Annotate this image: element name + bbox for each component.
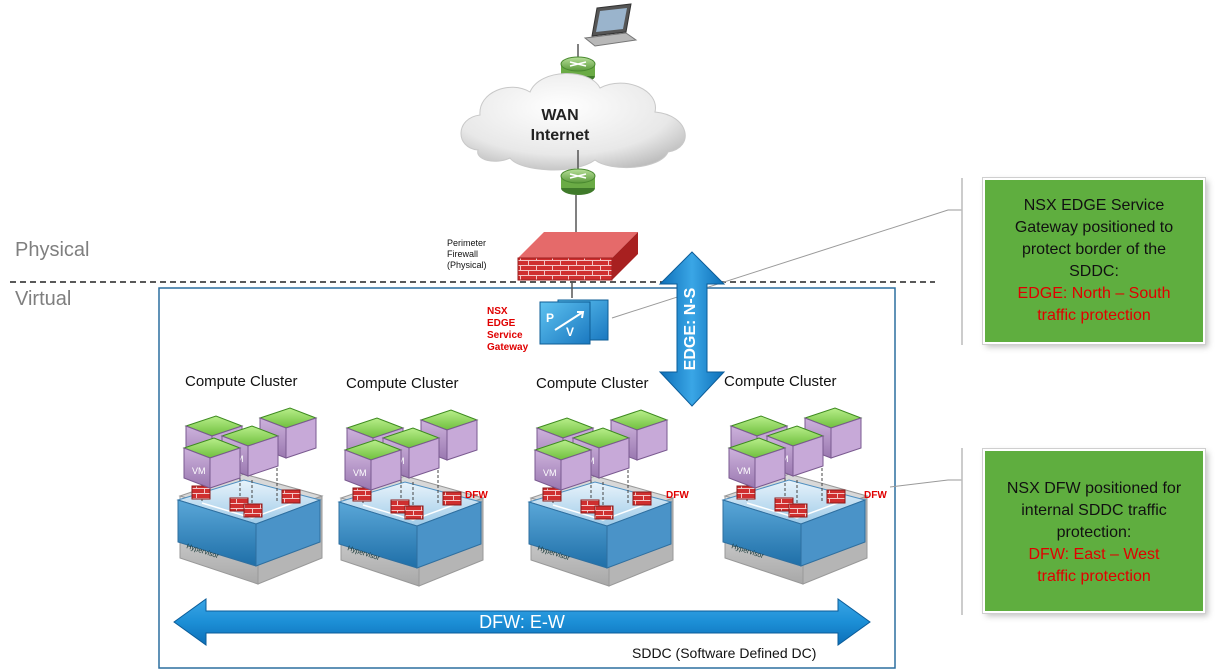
dfw-label: DFW	[465, 490, 488, 501]
vm-side	[285, 417, 317, 459]
perimeter-firewall-label: Perimeter Firewall (Physical)	[447, 238, 487, 271]
dfw-label: DFW	[666, 490, 689, 501]
wan-label: WAN Internet	[520, 106, 600, 146]
cluster-title: Compute Cluster	[724, 373, 837, 390]
dfw-firewall-icon	[826, 489, 846, 504]
nsx-edge-line4: Gateway	[487, 342, 529, 353]
router-icon	[560, 168, 596, 195]
sddc-label: SDDC (Software Defined DC)	[632, 645, 817, 661]
vswitch-link	[552, 502, 650, 521]
edge-callout-line2: Gateway positioned to	[1014, 219, 1174, 236]
dfw-firewall-icon	[404, 505, 424, 520]
wan-label-line1: WAN	[541, 107, 579, 124]
vm-side	[754, 447, 786, 489]
dfw-arrow-label: DFW: E-W	[479, 612, 565, 632]
vswitch-link	[746, 500, 844, 519]
vswitch-link	[201, 500, 299, 519]
vm-side	[830, 417, 862, 459]
dfw-label: DFW	[864, 490, 887, 501]
vm-side	[247, 435, 279, 477]
edge-callout-red1: EDGE: North – South	[1017, 285, 1171, 302]
dfw-callout-line2: internal SDDC traffic	[1021, 502, 1167, 519]
edge-north-south-arrow	[658, 251, 726, 407]
dfw-firewall-icon	[352, 487, 372, 502]
dfw-callout-red1: DFW: East – West	[1028, 546, 1160, 563]
compute-cluster-graphic: HypervisorVMVM	[337, 409, 485, 587]
svg-text:P: P	[546, 311, 554, 325]
nsx-edge-line1: NSX	[487, 306, 508, 317]
edge-callout-line3: protect border of the	[1021, 241, 1167, 258]
physical-layer-label: Physical	[15, 239, 90, 261]
hypervisor-side	[255, 499, 321, 567]
dfw-firewall-icon	[281, 489, 301, 504]
hypervisor-side	[416, 501, 482, 569]
vm-label: VM	[543, 468, 557, 478]
vm-side	[560, 449, 592, 491]
vm-side	[446, 419, 478, 461]
hypervisor-side	[606, 501, 672, 569]
nsx-edge-gateway-icon: P V	[539, 299, 609, 345]
wan-label-line2: Internet	[530, 127, 590, 144]
nsx-edge-line3: Service	[487, 330, 523, 341]
vm-label: VM	[353, 468, 367, 478]
perimeter-firewall-line1: Perimeter	[447, 238, 487, 248]
compute-cluster-graphic: HypervisorVMVM	[721, 407, 869, 585]
vm-label: VM	[737, 466, 751, 476]
firewall-icon	[517, 232, 638, 281]
cluster-title: Compute Cluster	[346, 375, 459, 392]
edge-callout-connector	[611, 209, 962, 319]
nsx-edge-line2: EDGE	[487, 318, 516, 329]
cluster-title: Compute Cluster	[536, 375, 649, 392]
edge-callout-red2: traffic protection	[1037, 307, 1151, 324]
dfw-firewall-icon	[243, 503, 263, 518]
edge-callout-box: NSX EDGE Service Gateway positioned to p…	[983, 178, 1205, 344]
vm-side	[636, 419, 668, 461]
dfw-callout-line3: protection:	[1056, 524, 1132, 541]
hypervisor-side	[800, 499, 866, 567]
compute-cluster-graphic: HypervisorVMVM	[176, 407, 324, 585]
vm-side	[792, 435, 824, 477]
vm-label: VM	[192, 466, 206, 476]
vm-side	[370, 449, 402, 491]
vm-side	[598, 437, 630, 479]
edge-callout-line4: SDDC:	[1069, 263, 1119, 280]
dfw-callout-connector	[889, 479, 962, 488]
dfw-firewall-icon	[542, 487, 562, 502]
perimeter-firewall-line3: (Physical)	[447, 260, 487, 270]
dfw-firewall-icon	[191, 485, 211, 500]
dfw-callout-red2: traffic protection	[1037, 568, 1151, 585]
vswitch-link	[362, 502, 460, 521]
vm-side	[209, 447, 241, 489]
laptop-icon	[583, 3, 638, 47]
compute-cluster-graphic: HypervisorVMVM	[527, 409, 675, 587]
nsx-edge-label: NSX EDGE Service Gateway	[487, 306, 528, 354]
dfw-firewall-icon	[442, 491, 462, 506]
dfw-firewall-icon	[788, 503, 808, 518]
dfw-firewall-icon	[632, 491, 652, 506]
vm-side	[408, 437, 440, 479]
dfw-firewall-icon	[736, 485, 756, 500]
dfw-callout-line1: NSX DFW positioned for	[1006, 480, 1182, 497]
dfw-east-west-arrow	[173, 598, 871, 646]
sddc-boundary	[158, 287, 896, 669]
dfw-callout-box: NSX DFW positioned for internal SDDC tra…	[983, 449, 1205, 613]
perimeter-firewall-line2: Firewall	[447, 249, 479, 259]
virtual-layer-label: Virtual	[15, 288, 72, 310]
dfw-firewall-icon	[594, 505, 614, 520]
cluster-title: Compute Cluster	[185, 373, 298, 390]
wan-cloud-icon	[460, 73, 686, 171]
edge-arrow-label: EDGE: N-S	[682, 287, 699, 371]
svg-text:V: V	[566, 325, 574, 339]
edge-callout-line1: NSX EDGE Service	[1023, 197, 1165, 214]
